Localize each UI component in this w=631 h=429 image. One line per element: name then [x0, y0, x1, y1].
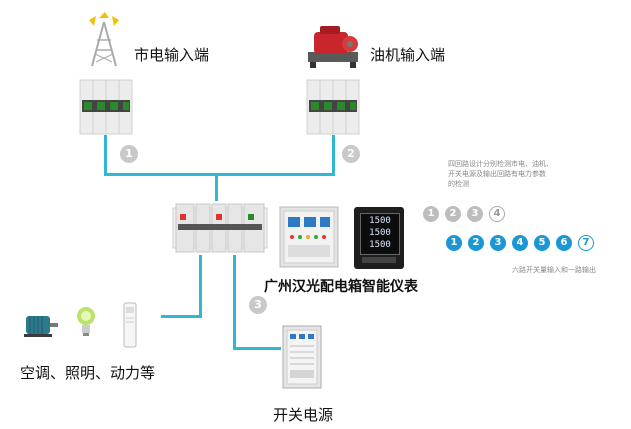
tower-icon — [84, 10, 124, 70]
motor-icon — [20, 312, 60, 340]
blue-circle-5: 5 — [534, 235, 550, 251]
gray-circle-1: 1 — [423, 206, 439, 222]
generator-input-label: 油机输入端 — [370, 46, 446, 64]
cabinet-icon — [278, 205, 340, 269]
blue-circle-7: 7 — [578, 235, 594, 251]
wire-number-3: 3 — [249, 296, 267, 314]
wire-number-1: 1 — [120, 145, 138, 163]
blue-circle-4: 4 — [512, 235, 528, 251]
wire-left-vertical — [104, 135, 107, 175]
wire-switch-horizontal — [233, 347, 281, 350]
bulb-icon — [72, 303, 100, 341]
meter-reading: 1500 — [369, 240, 391, 250]
wire-load-horizontal — [161, 315, 202, 318]
switch-power-label: 开关电源 — [273, 406, 334, 424]
blue-circle-2: 2 — [468, 235, 484, 251]
gray-circle-3: 3 — [467, 206, 483, 222]
meter-reading: 1500 — [369, 216, 391, 226]
meter-label: 广州汉光配电箱智能仪表 — [264, 279, 418, 295]
meter-screen: 1500 1500 1500 — [360, 213, 400, 255]
air-conditioner-icon — [122, 302, 138, 348]
gray-circle-2: 2 — [445, 206, 461, 222]
note-top-line1: 四回路设计分别检测市电、油机、 — [448, 160, 553, 168]
wire-switch-vertical — [233, 255, 236, 349]
breaker-icon — [78, 78, 134, 136]
note-top-line2: 开关电源及输出回路有电力参数 — [448, 170, 546, 178]
gray-circle-4: 4 — [489, 206, 505, 222]
breaker-icon — [305, 78, 361, 136]
generator-icon — [304, 22, 362, 70]
wire-right-vertical — [332, 135, 335, 175]
blue-circle-3: 3 — [490, 235, 506, 251]
wire-number-2: 2 — [342, 145, 360, 163]
meter-icon: 1500 1500 1500 — [354, 207, 404, 269]
blue-circle-6: 6 — [556, 235, 572, 251]
loads-label: 空调、照明、动力等 — [20, 364, 156, 382]
switchgear-icon — [281, 324, 323, 390]
mains-input-label: 市电输入端 — [134, 46, 210, 64]
note-top-line3: 的检测 — [448, 180, 469, 188]
note-bottom: 六路开关量输入和一路输出 — [512, 266, 596, 274]
meter-reading: 1500 — [369, 228, 391, 238]
meter-buttons — [362, 257, 396, 263]
wire-center-down — [215, 173, 218, 201]
wire-top-horizontal — [104, 173, 335, 176]
wire-load-vertical — [199, 255, 202, 317]
distribution-box-icon — [172, 200, 268, 256]
blue-circle-1: 1 — [446, 235, 462, 251]
